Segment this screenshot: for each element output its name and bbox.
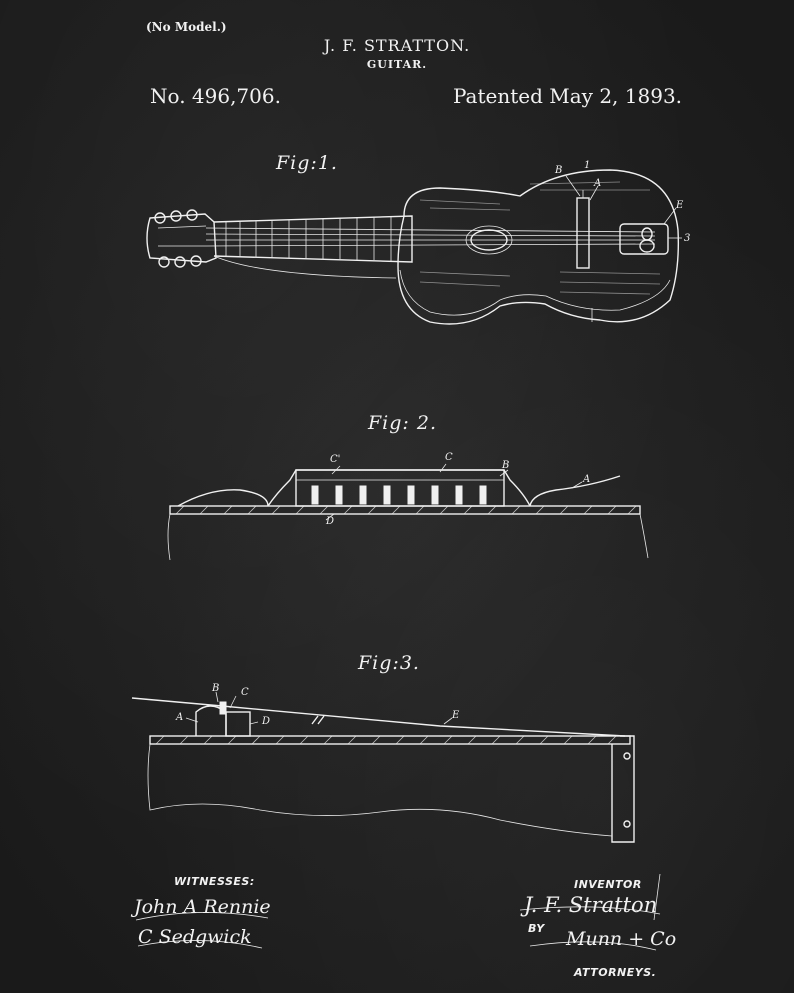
inventor-signature: J. F. Stratton — [524, 893, 658, 917]
fig3-ref-c: C — [241, 687, 249, 698]
fig2-label: Fig: 2. — [368, 412, 437, 434]
attorney-signature: Munn + Co — [566, 928, 677, 950]
fig3-ref-a: A — [176, 712, 184, 723]
witnesses-label: WITNESSES: — [174, 875, 255, 888]
fig2-ref-a: A — [583, 474, 591, 485]
fig1-ref-e: E — [676, 200, 684, 211]
fig1-ref-3: 3 — [684, 233, 691, 244]
fig2-ref-c-prime: C' — [330, 454, 341, 465]
by-label: BY — [528, 922, 545, 935]
no-model-note: (No Model.) — [146, 20, 227, 34]
witness-signature-2: C Sedgwick — [138, 926, 252, 948]
fig1-ref-1: 1 — [584, 160, 591, 171]
fig2-ref-d: D — [326, 516, 335, 527]
fig2-ref-c: C — [445, 452, 453, 463]
witness-signature-1: John A Rennie — [134, 896, 271, 918]
fig1-guitar-drawing — [146, 169, 682, 325]
attorneys-label: ATTORNEYS. — [574, 966, 657, 979]
patent-date: Patented May 2, 1893. — [453, 84, 683, 108]
fig1-label: Fig:1. — [276, 152, 338, 174]
patent-subject: GUITAR. — [366, 58, 428, 71]
fig1-ref-b: B — [555, 165, 563, 176]
fig2-ref-b: B — [502, 460, 510, 471]
inventor-label: INVENTOR — [574, 878, 642, 891]
fig3-ref-b: B — [212, 683, 220, 694]
fig1-ref-a: A — [594, 178, 602, 189]
fig3-side-drawing — [131, 691, 635, 843]
inventor-name-title: J. F. STRATTON. — [323, 36, 471, 55]
fig2-section-drawing — [167, 463, 649, 561]
fig3-ref-e: E — [452, 710, 460, 721]
signature-flourishes — [135, 873, 661, 951]
fig3-label: Fig:3. — [358, 652, 420, 674]
patent-number: No. 496,706. — [150, 84, 281, 108]
fig3-ref-d: D — [262, 716, 271, 727]
